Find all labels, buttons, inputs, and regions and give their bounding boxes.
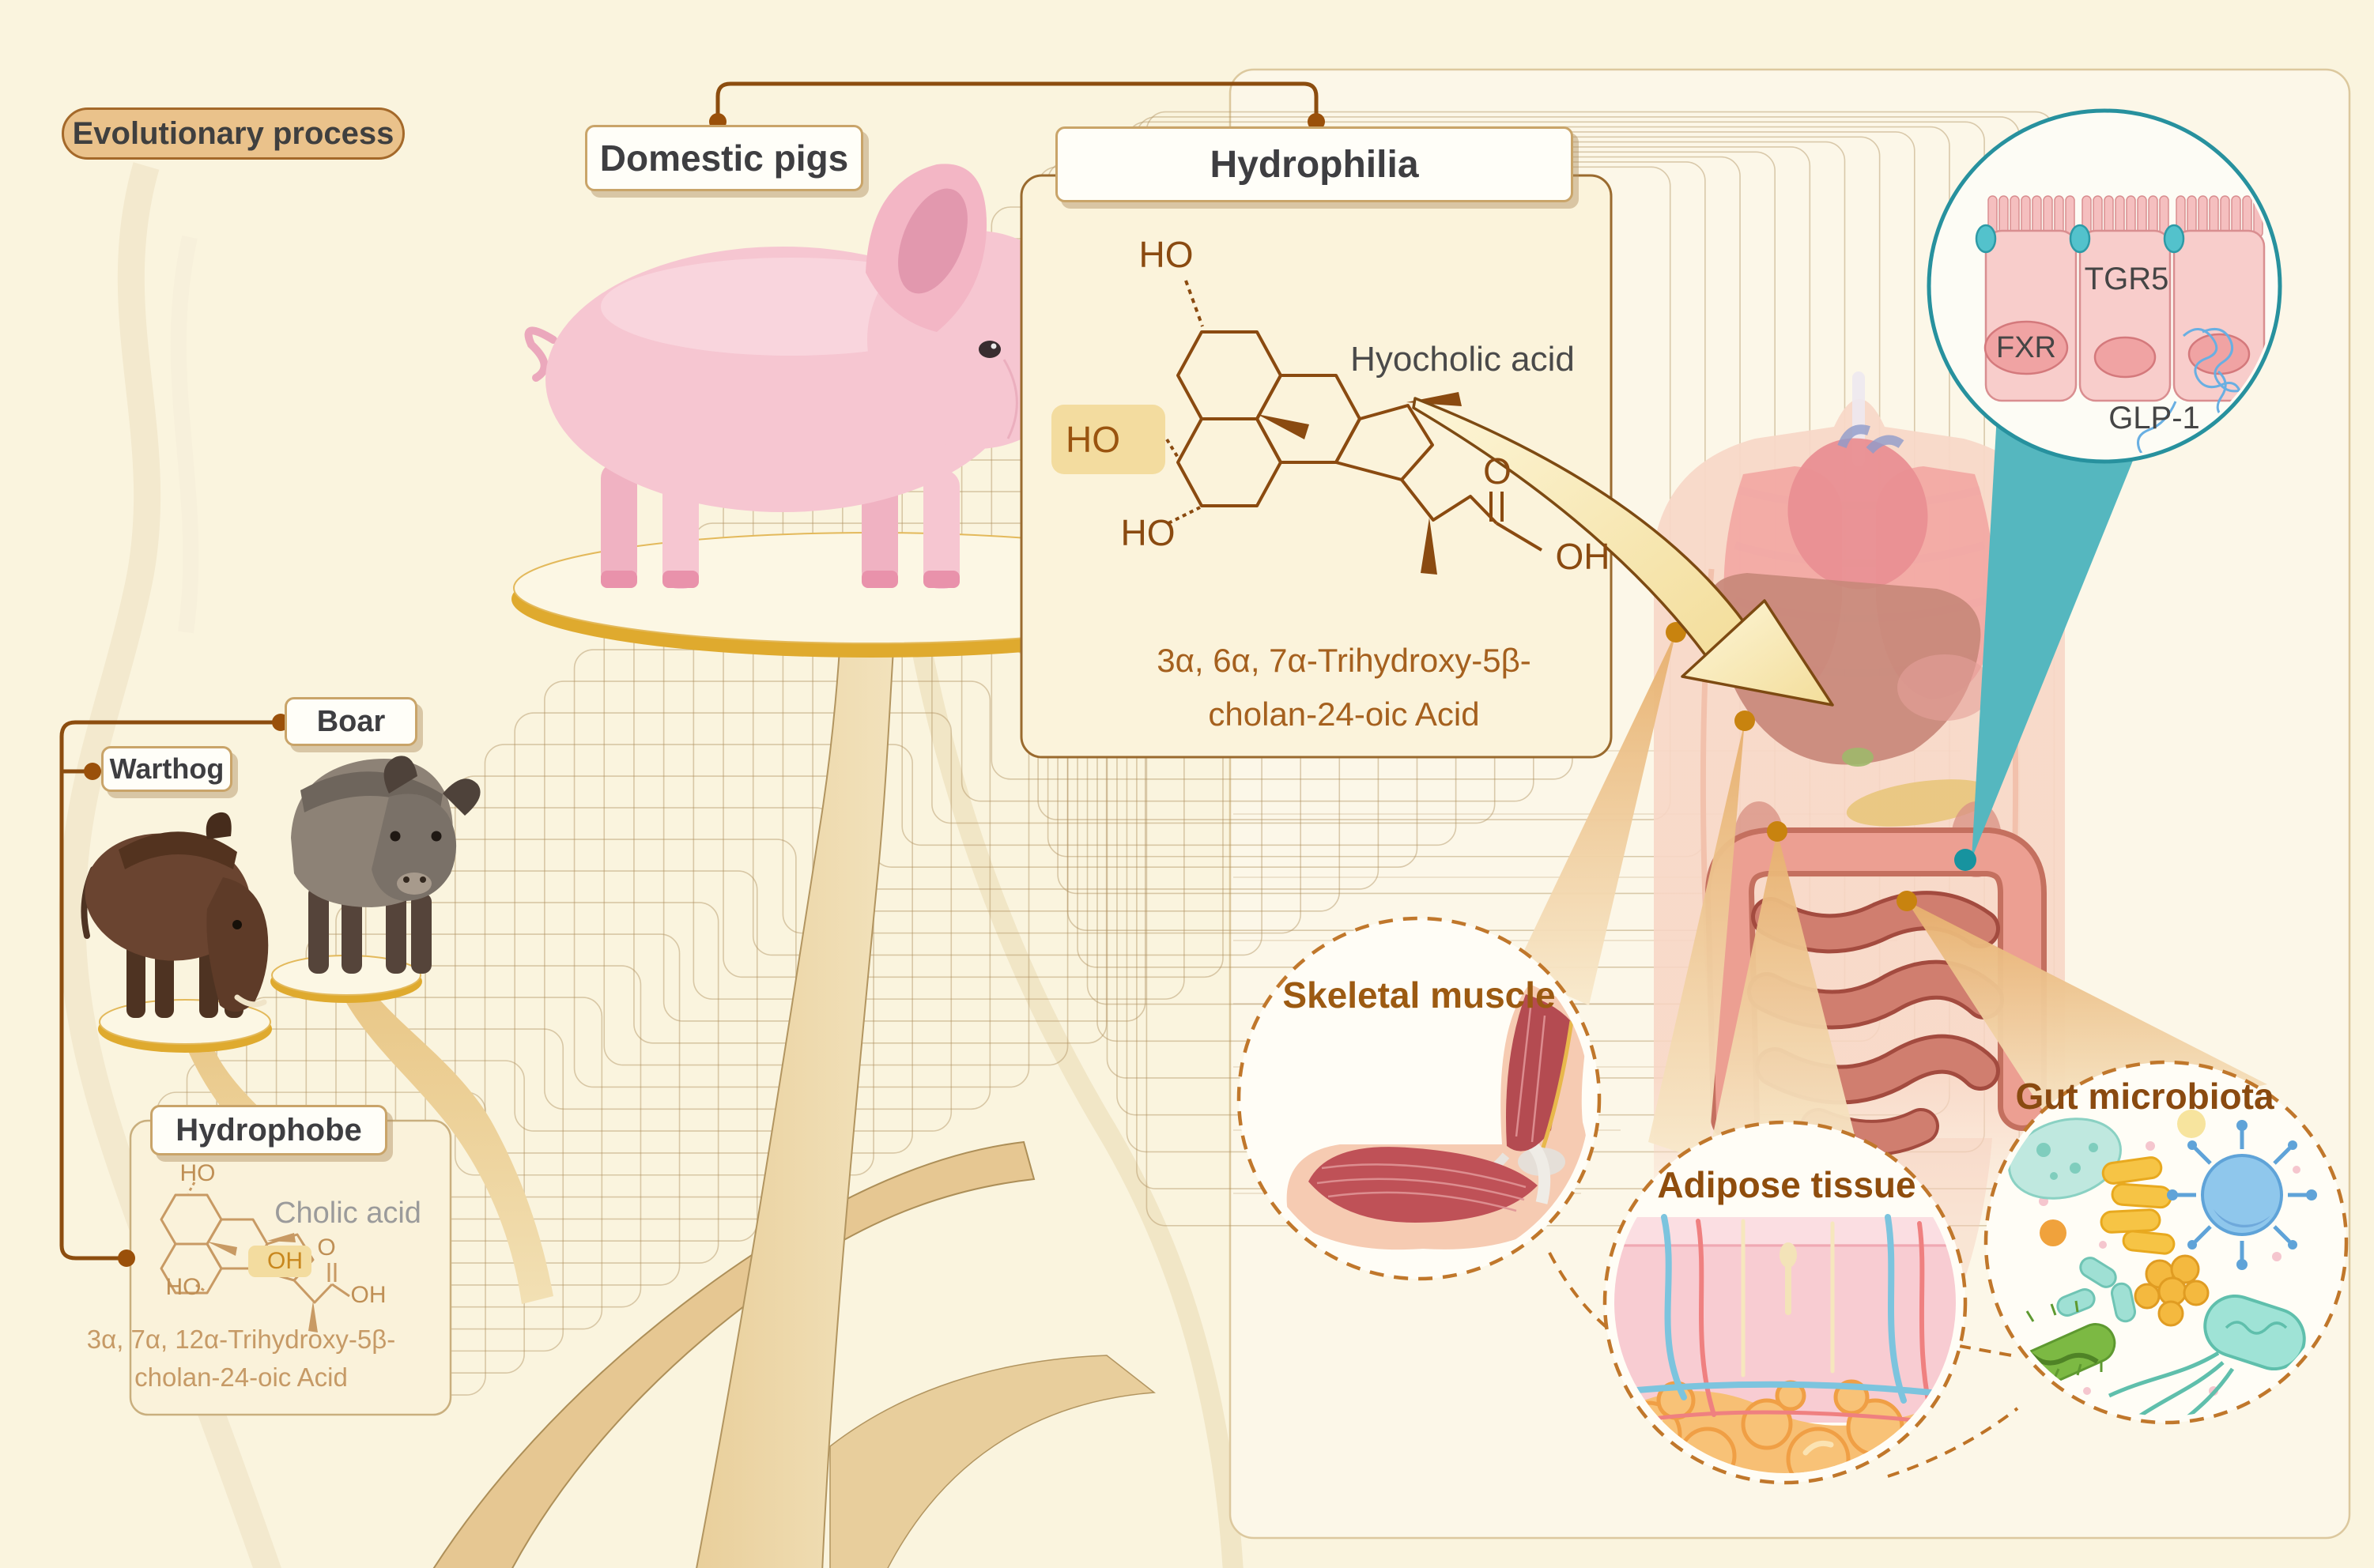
hyocholic-ho-c3: HO xyxy=(1138,234,1194,275)
hyocholic-carboxyl-oh: OH xyxy=(1555,536,1610,577)
cholic-carboxyl-oh: OH xyxy=(350,1282,387,1308)
glp1-funnel-dot xyxy=(1954,849,1976,871)
boar-label: Boar xyxy=(285,697,417,746)
cholic-oh-c12: OH xyxy=(267,1248,303,1274)
fxr-label: FXR xyxy=(1996,330,2056,364)
tgr5-inset-circle xyxy=(1927,108,2282,464)
hydrophobe-title: Hydrophobe xyxy=(150,1105,387,1155)
hyocholic-iupac-line1: 3α, 6α, 7α-Trihydroxy-5β- xyxy=(1157,642,1531,679)
hydrophilia-title-text: Hydrophilia xyxy=(1210,143,1419,186)
hyocholic-carbonyl-o: O xyxy=(1483,450,1512,492)
cholic-ho-c3: HO xyxy=(179,1160,216,1186)
warthog-illustration xyxy=(81,812,269,1018)
heart xyxy=(1787,438,1928,590)
hydrophilia-title: Hydrophilia xyxy=(1055,126,1573,202)
funnel-dots xyxy=(1666,622,1917,911)
warthog-text: Warthog xyxy=(109,752,225,785)
hyocholic-acid-name: Hyocholic acid xyxy=(1350,340,1575,379)
cholic-iupac-line1: 3α, 7α, 12α-Trihydroxy-5β- xyxy=(86,1325,396,1354)
evolutionary-process-label: Evolutionary process xyxy=(72,115,394,151)
gut-microbiota-illustration xyxy=(1992,1110,2317,1416)
skeletal-muscle-illustration xyxy=(1286,984,1590,1250)
tgr5-label: TGR5 xyxy=(2084,261,2169,296)
domestic-pigs-text: Domestic pigs xyxy=(599,138,849,179)
glp1-label: GLP-1 xyxy=(2108,400,2200,435)
skeletal-muscle-title: Skeletal muscle xyxy=(1282,974,1556,1016)
cholic-iupac-line2: cholan-24-oic Acid xyxy=(134,1363,348,1392)
cholic-acid-name: Cholic acid xyxy=(274,1196,421,1230)
evolutionary-process-pill: Evolutionary process xyxy=(62,107,405,160)
hyocholic-acid-structure xyxy=(1165,280,1543,575)
skeletal-muscle-circle xyxy=(1236,916,1602,1281)
cholic-carbonyl-o: O xyxy=(317,1234,336,1261)
glp1-funnel xyxy=(1972,373,2138,859)
hydrophobe-title-text: Hydrophobe xyxy=(176,1112,362,1148)
warthog-label: Warthog xyxy=(101,746,232,792)
cholic-ho-c7: HO xyxy=(165,1274,202,1300)
colon xyxy=(1704,827,2047,1143)
boar-illustration xyxy=(291,756,481,974)
virus xyxy=(2167,1120,2317,1270)
adipose-tissue-title: Adipose tissue xyxy=(1657,1164,1916,1205)
stomach xyxy=(1897,654,1992,721)
gut-microbiota-title: Gut microbiota xyxy=(2015,1076,2274,1117)
hyocholic-ho-c7: HO xyxy=(1120,512,1176,553)
flagellate xyxy=(2108,1294,2306,1416)
hyocholic-ho-c6: HO xyxy=(1066,419,1120,460)
hyocholic-iupac-line2: cholan-24-oic Acid xyxy=(1208,695,1480,733)
domestic-pigs-label: Domestic pigs xyxy=(585,125,863,191)
boar-text: Boar xyxy=(316,704,386,738)
gut-microbiota-circle xyxy=(1983,1060,2349,1425)
hca-to-liver-arrow xyxy=(1412,397,1834,707)
boar-stem xyxy=(342,989,553,1304)
gallbladder xyxy=(1842,748,1874,767)
evolution-tree xyxy=(180,624,1156,1568)
